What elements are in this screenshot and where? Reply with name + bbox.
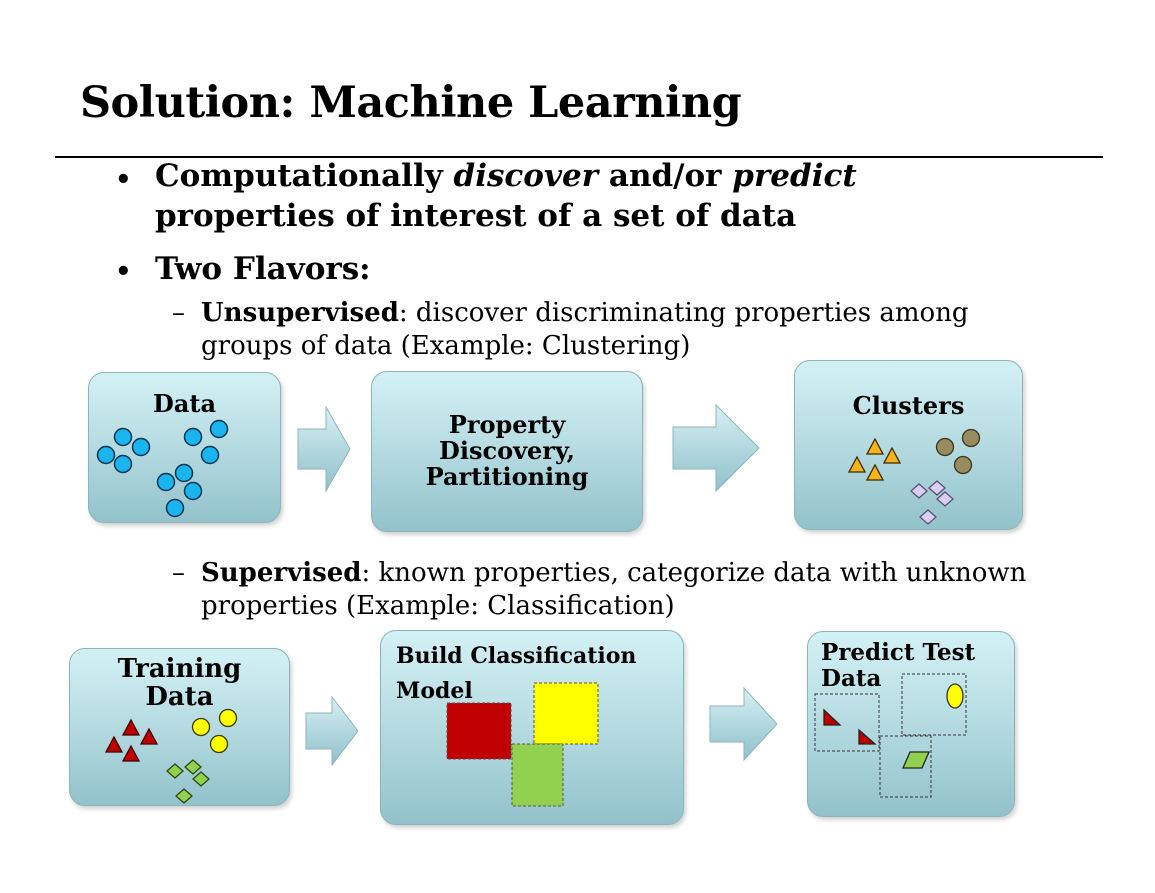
bullet-2-text: Two Flavors: [155, 251, 371, 287]
training-data-label-2: Data [145, 682, 214, 712]
sub-dash: – [172, 558, 185, 588]
property-discovery-label-1: Property [448, 410, 566, 439]
arrow-3-icon [305, 695, 359, 767]
bullet-1-predict: predict [732, 158, 857, 194]
build-model-label-2: Model [396, 678, 473, 704]
unsupervised-line1: Unsupervised: discover discriminating pr… [201, 297, 969, 330]
arrow-1-icon [297, 405, 351, 493]
property-discovery-label-2: Discovery, [439, 436, 575, 465]
property-discovery-label-3: Partitioning [425, 462, 589, 491]
data-points-icon [96, 419, 229, 518]
bullet-1-part: and/or [598, 158, 733, 194]
predict-test-label-1: Predict Test [821, 639, 976, 666]
unsupervised-term: Unsupervised [201, 298, 399, 328]
bullet-marker: • [115, 257, 132, 287]
cluster-shapes-icon [847, 428, 981, 525]
sub-dash: – [172, 298, 185, 328]
supervised-term: Supervised [201, 558, 362, 588]
arrow-4-icon [709, 686, 778, 762]
unsupervised-line2: groups of data (Example: Clustering) [201, 331, 691, 361]
bullet-1-discover: discover [453, 158, 599, 194]
predict-test-label-2: Data [821, 665, 882, 692]
training-data-box: Training Data [69, 648, 290, 806]
bullet-1-line2: properties of interest of a set of data [155, 198, 797, 234]
supervised-desc: : known properties, categorize data with… [361, 558, 1027, 588]
training-shapes-icon [104, 708, 238, 804]
training-data-label-1: Training [117, 654, 242, 684]
supervised-line2: properties (Example: Classification) [201, 591, 675, 621]
build-model-box: Build Classification Model [380, 630, 684, 825]
clusters-box: Clusters [794, 360, 1023, 530]
classification-regions-icon [446, 682, 599, 807]
supervised-line1: Supervised: known properties, categorize… [201, 557, 1026, 590]
unsupervised-desc: : discover discriminating properties amo… [398, 298, 969, 328]
data-box: Data [88, 372, 281, 523]
property-discovery-box: Property Discovery, Partitioning [371, 371, 643, 532]
bullet-1-text: Computationally discover and/or predict [155, 158, 857, 194]
bullet-1-part: Computationally [155, 158, 454, 194]
arrow-2-icon [672, 403, 760, 493]
prediction-regions-icon [814, 673, 967, 798]
clusters-box-label: Clusters [852, 391, 965, 420]
bullet-marker: • [115, 165, 132, 195]
build-model-label-1: Build Classification [396, 643, 637, 669]
predict-test-box: Predict Test Data [807, 631, 1015, 817]
title-divider [55, 156, 1103, 158]
data-box-label: Data [153, 389, 216, 418]
page-title: Solution: Machine Learning [80, 78, 742, 128]
